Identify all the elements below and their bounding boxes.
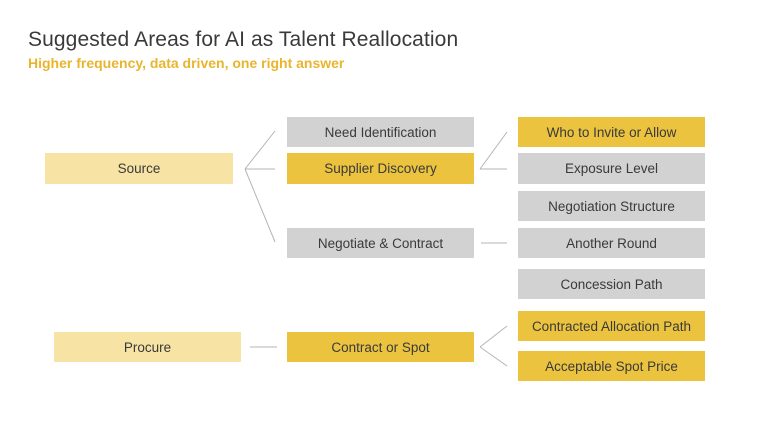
node-contract-or-spot: Contract or Spot — [287, 332, 474, 362]
node-source: Source — [45, 153, 233, 184]
connector-supplier-invite — [479, 131, 508, 170]
page-title: Suggested Areas for AI as Talent Realloc… — [28, 28, 459, 51]
node-who-to-invite: Who to Invite or Allow — [518, 117, 705, 147]
connector-source-need — [244, 130, 276, 170]
node-contracted-allocation-path: Contracted Allocation Path — [518, 311, 705, 341]
connector-source-negotiate — [244, 168, 276, 243]
node-acceptable-spot-price: Acceptable Spot Price — [518, 351, 705, 381]
node-negotiation-structure: Negotiation Structure — [518, 191, 705, 221]
node-supplier-discovery: Supplier Discovery — [287, 153, 474, 184]
connector-contract-spot — [479, 346, 508, 367]
node-need-identification: Need Identification — [287, 117, 474, 147]
connector-contract-allocation — [479, 325, 508, 348]
node-another-round: Another Round — [518, 228, 705, 258]
page-subtitle: Higher frequency, data driven, one right… — [28, 55, 345, 71]
node-exposure-level: Exposure Level — [518, 153, 705, 184]
node-procure: Procure — [54, 332, 241, 362]
node-negotiate-contract: Negotiate & Contract — [287, 228, 474, 258]
node-concession-path: Concession Path — [518, 269, 705, 299]
